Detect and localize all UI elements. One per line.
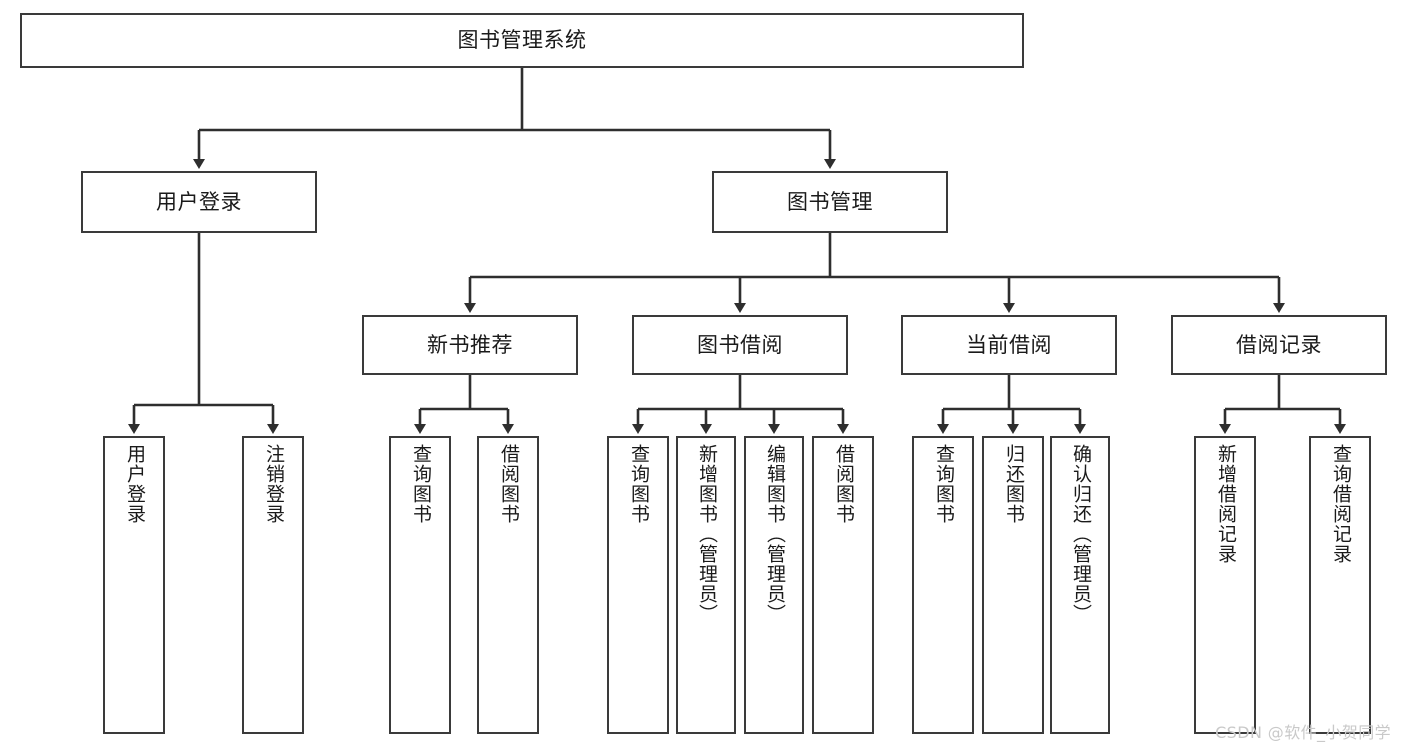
node-book-borrow[interactable]: 图书借阅 xyxy=(632,315,848,375)
node-leaf-borrow-book-2[interactable]: 借阅图书 xyxy=(812,436,874,734)
node-book-borrow-label: 图书借阅 xyxy=(697,332,783,357)
node-current-borrow[interactable]: 当前借阅 xyxy=(901,315,1117,375)
node-book-manage[interactable]: 图书管理 xyxy=(712,171,948,233)
node-leaf-add-record-label: 新增借阅记录 xyxy=(1214,444,1237,564)
node-borrow-record[interactable]: 借阅记录 xyxy=(1171,315,1387,375)
node-leaf-add-record[interactable]: 新增借阅记录 xyxy=(1194,436,1256,734)
node-leaf-add-book[interactable]: 新增图书（管理员） xyxy=(676,436,736,734)
node-leaf-user-logout[interactable]: 注销登录 xyxy=(242,436,304,734)
node-borrow-record-label: 借阅记录 xyxy=(1236,332,1322,357)
csdn-watermark: CSDN @软件_小贺同学 xyxy=(1215,723,1391,742)
node-new-book-rec[interactable]: 新书推荐 xyxy=(362,315,578,375)
node-leaf-query-book-1[interactable]: 查询图书 xyxy=(389,436,451,734)
node-leaf-confirm-return[interactable]: 确认归还（管理员） xyxy=(1050,436,1110,734)
node-leaf-query-book-2-label: 查询图书 xyxy=(627,444,650,524)
node-leaf-confirm-return-label: 确认归还（管理员） xyxy=(1069,444,1092,624)
node-leaf-query-book-1-label: 查询图书 xyxy=(409,444,432,524)
node-leaf-query-record[interactable]: 查询借阅记录 xyxy=(1309,436,1371,734)
node-leaf-return-book-label: 归还图书 xyxy=(1002,444,1025,524)
node-root-label: 图书管理系统 xyxy=(457,28,587,53)
node-current-borrow-label: 当前借阅 xyxy=(966,332,1052,357)
node-leaf-edit-book-label: 编辑图书（管理员） xyxy=(763,444,786,624)
node-leaf-borrow-book-1-label: 借阅图书 xyxy=(497,444,520,524)
node-leaf-edit-book[interactable]: 编辑图书（管理员） xyxy=(744,436,804,734)
node-leaf-borrow-book-1[interactable]: 借阅图书 xyxy=(477,436,539,734)
node-leaf-user-login-label: 用户登录 xyxy=(123,444,146,524)
node-user-login-label: 用户登录 xyxy=(156,189,242,214)
node-leaf-borrow-book-2-label: 借阅图书 xyxy=(832,444,855,524)
node-leaf-add-book-label: 新增图书（管理员） xyxy=(695,444,718,624)
node-leaf-query-record-label: 查询借阅记录 xyxy=(1329,444,1352,564)
node-leaf-query-book-3-label: 查询图书 xyxy=(932,444,955,524)
node-leaf-query-book-2[interactable]: 查询图书 xyxy=(607,436,669,734)
node-leaf-user-logout-label: 注销登录 xyxy=(262,444,285,524)
node-new-book-rec-label: 新书推荐 xyxy=(427,332,513,357)
node-root[interactable]: 图书管理系统 xyxy=(20,13,1024,68)
node-leaf-user-login[interactable]: 用户登录 xyxy=(103,436,165,734)
node-leaf-query-book-3[interactable]: 查询图书 xyxy=(912,436,974,734)
node-leaf-return-book[interactable]: 归还图书 xyxy=(982,436,1044,734)
node-user-login[interactable]: 用户登录 xyxy=(81,171,317,233)
node-book-manage-label: 图书管理 xyxy=(787,189,873,214)
